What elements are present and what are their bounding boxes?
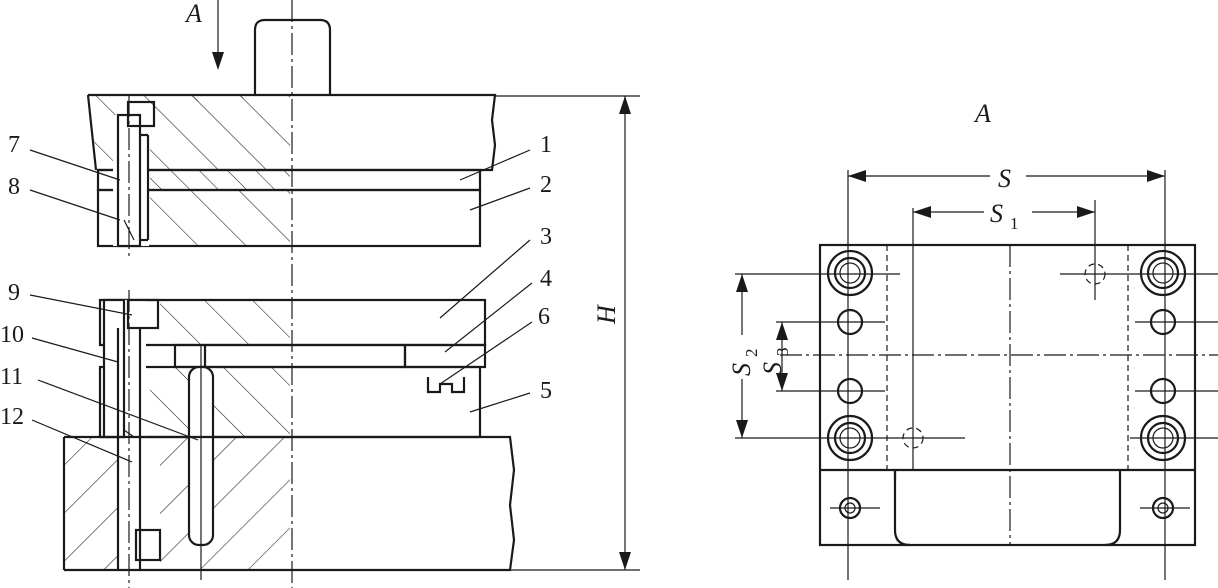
part-4-insert (173, 343, 487, 369)
label-part-8: 8 (8, 174, 20, 200)
label-part-11: 11 (0, 364, 23, 390)
label-part-7: 7 (8, 132, 20, 158)
label-part-1: 1 (540, 132, 552, 158)
label-part-5: 5 (540, 378, 552, 404)
label-part-10: 10 (0, 322, 24, 348)
dowel-pin (187, 345, 215, 580)
part-5-die-plate (98, 365, 482, 439)
view-arrow-label: A (184, 0, 202, 28)
view-a-outline (818, 243, 1197, 547)
dimension-s1: S 1 (913, 196, 1095, 233)
label-part-2: 2 (540, 172, 552, 198)
label-part-6: 6 (538, 304, 550, 330)
dimension-s2: S 2 (725, 274, 761, 438)
dimension-s-label: S (998, 164, 1011, 193)
view-a: A (725, 99, 1218, 580)
upper-bolt (113, 100, 156, 248)
label-part-9: 9 (8, 280, 20, 306)
part-1-plate (96, 168, 482, 192)
dimension-s1-sub: 1 (1010, 214, 1019, 233)
view-a-holes (826, 249, 1187, 520)
section-view: A (0, 0, 640, 588)
dimension-s2-sub: 2 (742, 349, 761, 358)
view-arrow-a: A (184, 0, 224, 70)
dimension-s2-label: S (727, 363, 756, 376)
label-part-12: 12 (0, 404, 24, 430)
dimension-h-label: H (592, 304, 621, 325)
label-part-3: 3 (540, 224, 552, 250)
dimension-s1-label: S (990, 199, 1003, 228)
dimension-s: S (848, 160, 1165, 193)
label-part-4: 4 (540, 266, 552, 292)
leaders-left (29, 149, 199, 463)
dimension-s3-label: S (758, 362, 787, 375)
dimension-s3: S 3 (758, 322, 792, 391)
dimension-h: H (495, 95, 640, 571)
leaders-right (439, 149, 533, 413)
view-a-label: A (973, 99, 991, 128)
part-2-punch-plate (96, 188, 482, 248)
dimension-s3-sub: 3 (773, 348, 792, 357)
